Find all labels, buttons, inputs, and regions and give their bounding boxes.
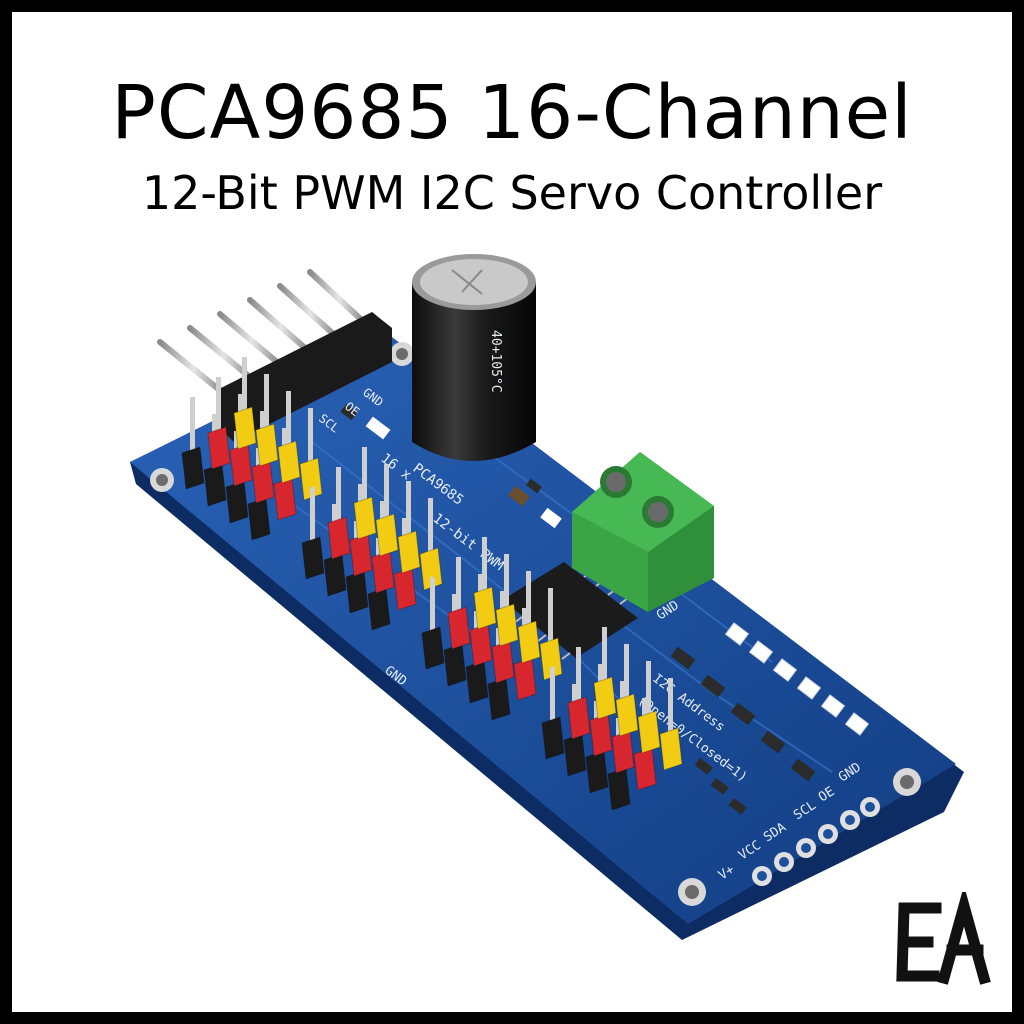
header-pin: [242, 357, 247, 417]
header-housing: [659, 727, 683, 771]
header-housing: [327, 516, 351, 560]
header-pin: [548, 588, 553, 648]
header-housing: [495, 603, 519, 647]
svg-text:V+: V+: [716, 862, 737, 883]
product-title: PCA9685 16-Channel: [111, 70, 913, 156]
header-housing: [247, 497, 271, 541]
header-housing: [491, 640, 515, 684]
header-pin: [190, 397, 195, 457]
header-pin: [286, 391, 291, 451]
header-housing: [487, 677, 511, 721]
header-housing: [539, 637, 563, 681]
header-housing: [393, 567, 417, 611]
header-housing: [251, 460, 275, 504]
header-pin: [624, 644, 629, 704]
header-housing: [607, 767, 631, 811]
header-housing: [375, 513, 399, 557]
top-smd: [340, 403, 562, 529]
mounting-holes: [150, 342, 921, 906]
header-housing: [367, 587, 391, 631]
header-pin: [308, 408, 313, 468]
header-pin: [428, 498, 433, 558]
header-housing: [349, 533, 373, 577]
header-pin: [482, 537, 487, 597]
header-pin: [310, 487, 315, 547]
header-housing: [203, 463, 227, 507]
header-housing: [567, 696, 591, 740]
header-pin: [456, 557, 461, 617]
electrolytic-capacitor: 40+105°C: [412, 254, 536, 461]
header-housing: [207, 426, 231, 470]
header-housing: [465, 660, 489, 704]
header-housing: [299, 457, 323, 501]
header-housing: [517, 620, 541, 664]
header-housing: [593, 676, 617, 720]
header-housing: [563, 733, 587, 777]
header-housing: [273, 477, 297, 521]
header-housing: [637, 710, 661, 754]
screw-terminal: [572, 452, 714, 612]
header-housing: [229, 443, 253, 487]
header-housing: [585, 750, 609, 794]
product-frame: PCA9685 16-Channel 12-Bit PWM I2C Servo …: [12, 12, 1012, 1012]
header-housing: [181, 446, 205, 490]
header-housing: [255, 423, 279, 467]
header-pin: [602, 627, 607, 687]
header-housing: [615, 693, 639, 737]
header-housing: [225, 480, 249, 524]
header-housing: [277, 440, 301, 484]
header-pin: [216, 377, 221, 437]
header-housing: [469, 623, 493, 667]
header-pin: [550, 667, 555, 727]
header-pin: [526, 571, 531, 631]
header-housing: [473, 586, 497, 630]
header-housing: [447, 606, 471, 650]
header-pin: [646, 661, 651, 721]
header-pin: [264, 374, 269, 434]
address-jumpers: [670, 622, 870, 782]
header-housing: [353, 496, 377, 540]
header-housing: [633, 747, 657, 791]
header-pin: [504, 554, 509, 614]
header-pin: [336, 467, 341, 527]
svg-text:OE: OE: [816, 784, 837, 805]
header-pin: [384, 464, 389, 524]
header-housing: [443, 643, 467, 687]
header-housing: [233, 406, 257, 450]
ea-logo: [896, 892, 991, 985]
header-housing: [371, 550, 395, 594]
header-pin: [668, 678, 673, 738]
header-pin: [576, 647, 581, 707]
servo-headers: [181, 357, 683, 811]
header-housing: [421, 626, 445, 670]
header-housing: [611, 730, 635, 774]
header-pin: [362, 447, 367, 507]
smd-resistors: [694, 757, 747, 815]
header-housing: [513, 657, 537, 701]
svg-text:OE: OE: [342, 399, 362, 419]
header-housing: [589, 713, 613, 757]
pca9685-board-image: GND OE SCL SDA VCC V+: [130, 254, 964, 940]
svg-text:40+105°C: 40+105°C: [488, 330, 503, 393]
header-housing: [301, 536, 325, 580]
header-pin: [430, 577, 435, 637]
header-housing: [419, 547, 443, 591]
header-housing: [541, 716, 565, 760]
header-housing: [323, 553, 347, 597]
header-pin: [406, 481, 411, 541]
product-subtitle: 12-Bit PWM I2C Servo Controller: [141, 166, 883, 220]
header-housing: [397, 530, 421, 574]
header-housing: [345, 570, 369, 614]
